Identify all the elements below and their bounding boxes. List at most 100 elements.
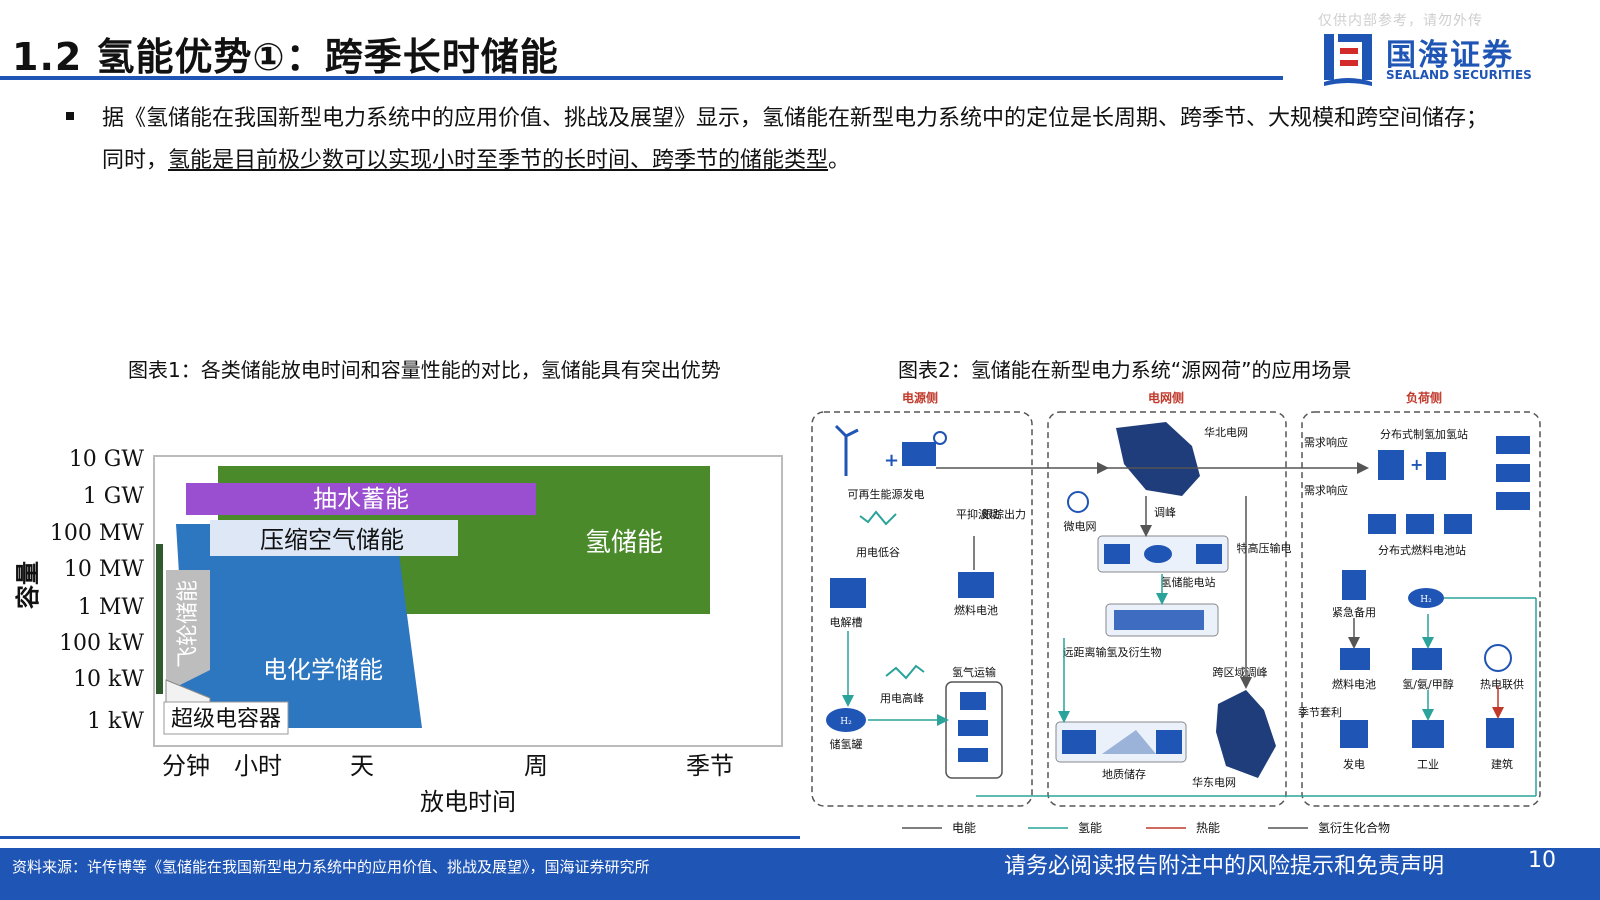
label-fc-station: 分布式燃料电池站 [1378,543,1466,557]
label-electrochemical: 电化学储能 [263,656,383,684]
legend-electric: 电能 [952,821,976,835]
car-icon [1496,492,1530,510]
x-axis-label: 放电时间 [420,788,516,816]
figure1-caption: 图表1：各类储能放电时间和容量性能的对比，氢储能具有突出优势 [128,358,721,382]
logo-mark-icon [1324,34,1372,86]
y-tick-label: 100 kW [59,631,144,656]
label-cross-region: 跨区域调峰 [1213,666,1268,679]
label-tracking: 跟踪出力 [982,507,1026,521]
label-building: 建筑 [1491,757,1513,771]
h2-pump-icon [1426,452,1446,480]
legend: 电能 氢能 热能 氢衍生化合物 [902,820,1390,835]
label-chemicals: 氢/氨/甲醇 [1402,677,1453,691]
bus-icon [1496,436,1530,454]
y-tick-label: 1 GW [83,484,145,509]
fuel-cell-station-3 [1444,514,1472,534]
plus-icon-load: + [1410,455,1423,474]
electrolyzer-icon [830,578,866,608]
label-peak: 用电高峰 [880,691,924,705]
generation-icon [1340,720,1368,748]
section-source: 电源侧 [902,390,938,405]
tank-h2: H₂ [840,717,852,727]
microgrid-icon [1067,491,1089,513]
title-underline [0,76,1283,80]
bullet-icon [66,112,74,120]
label-emergency: 紧急备用 [1332,605,1376,619]
building-icon [1486,718,1514,748]
x-tick-label: 分钟 [162,752,210,780]
label-h2-station: 分布式制氢加氢站 [1380,427,1468,441]
transport-box [945,681,1003,779]
disclaimer: 请务必阅读报告附注中的风险提示和免责声明 [1004,854,1445,879]
legend-hydrogen: 氢能 [1078,820,1102,835]
page-number: 10 [1528,848,1556,873]
label-tank: 储氢罐 [830,737,863,751]
region-electrochemical [176,524,422,728]
y-axis-label: 容量 [13,561,42,609]
y-tick-label: 1 kW [87,709,144,734]
section-load: 负荷侧 [1406,390,1442,405]
label-pumped-hydro: 抽水蓄能 [313,485,409,513]
label-microgrid: 微电网 [1064,519,1097,533]
label-electrolyzer: 电解槽 [830,615,863,629]
footer-bar [0,848,1600,900]
label-demand1: 需求响应 [1304,435,1348,449]
section-grid: 电网侧 [1148,390,1184,405]
paragraph-part3: 。 [828,148,851,173]
watermark: 仅供内部参考，请勿外传 [1318,13,1483,29]
label-industry: 工业 [1417,758,1439,771]
y-tick-label: 1 MW [78,595,145,620]
label-hydrogen: 氢储能 [585,528,663,558]
x-tick-label: 天 [350,752,374,780]
label-fuel-cell-source: 燃料电池 [954,603,998,617]
label-fc-load: 燃料电池 [1332,677,1376,691]
source-note: 资料来源：许传博等《氢储能在我国新型电力系统中的应用价值、挑战及展望》，国海证券… [12,858,650,876]
figure2-caption: 图表2：氢储能在新型电力系统“源网荷”的应用场景 [898,358,1352,382]
solar-panel-icon [902,431,947,466]
chp-icon [1484,644,1512,672]
paragraph-highlight: 氢能是目前极少数可以实现小时至季节的长时间、跨季节的储能类型 [168,148,829,173]
peak-chart-icon [885,664,925,680]
x-tick-label: 周 [524,752,548,780]
source-side-box [811,411,1033,807]
label-generation: 发电 [1343,757,1365,771]
label-seasonal: 季节套利 [1298,706,1342,719]
fuel-cell-icon [958,572,994,598]
wind-turbine-icon [834,424,859,476]
ship-icon [958,748,988,762]
logo-name: 国海证券 [1386,38,1514,73]
region-compressed-air [210,520,458,556]
label-compressed-air: 压缩空气储能 [260,526,404,554]
label-east-grid: 华东电网 [1192,775,1236,789]
label-renewable: 可再生能源发电 [848,487,925,501]
logo-english-name: SEALAND SECURITIES [1386,68,1532,82]
label-hydrogen-station: 氢储能电站 [1161,575,1216,589]
region-supercap [163,701,289,735]
east-china-map-icon [1216,690,1276,778]
paragraph-part1: 据《氢储能在我国新型电力系统中的应用价值、挑战及展望》显示，氢储能在新型电力系统… [102,106,1489,173]
industry-icon [1412,720,1444,748]
y-tick-label: 10 GW [69,447,145,472]
x-tick-label: 小时 [234,752,282,780]
valley-chart-icon [859,510,897,526]
tank-icon [826,708,866,732]
hydrogen-application-diagram: 电源侧 电网侧 负荷侧 + 可再生能源发电 用电低谷 平抑波动 跟踪出力 电解槽… [811,390,1541,835]
page-title: 1.2 氢能优势①：跨季长时储能 [12,35,559,79]
y-tick-label: 10 kW [73,667,144,692]
y-tick-label: 100 MW [50,521,145,546]
fuel-cell-station-1 [1368,514,1396,534]
pipe-icon [960,692,986,710]
label-north-grid: 华北电网 [1204,425,1248,439]
label-transport: 氢气运输 [952,665,996,679]
label-smoothing: 平抑波动 [956,507,1000,521]
region-flywheel [166,570,210,690]
label-chp: 热电联供 [1480,677,1524,691]
label-demand2: 需求响应 [1304,483,1348,497]
chemicals-icon [1412,648,1442,670]
label-peak-shaving: 调峰 [1154,506,1176,519]
load-tank-icon [1408,588,1444,608]
summary-paragraph: 据《氢储能在我国新型电力系统中的应用价值、挑战及展望》显示，氢储能在新型电力系统… [102,98,1502,182]
fuel-cell-load-icon [1340,648,1370,670]
company-logo: 国海证券 SEALAND SECURITIES [1318,30,1548,88]
